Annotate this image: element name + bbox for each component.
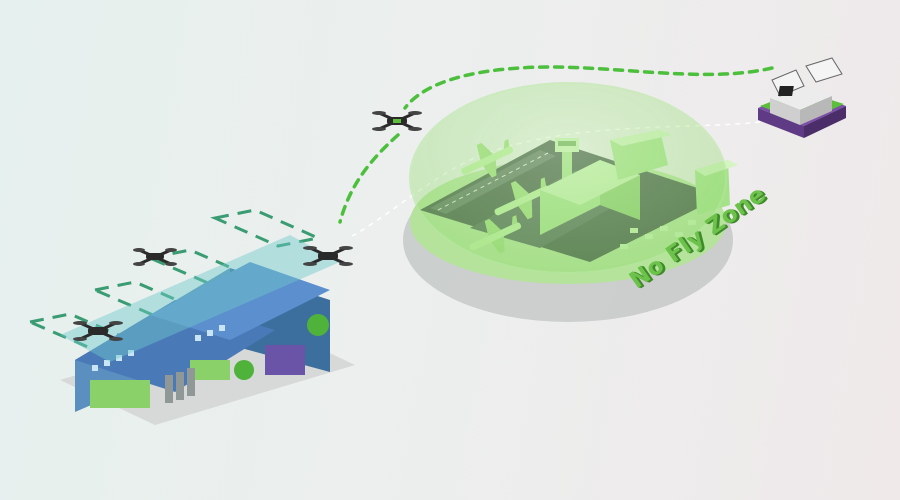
no-fly-zone-dome bbox=[409, 82, 727, 274]
docking-station-icon bbox=[758, 57, 846, 138]
drone-icon bbox=[303, 246, 353, 266]
drone-icon bbox=[73, 321, 123, 341]
flight-path-lower bbox=[338, 133, 400, 224]
drone-icon bbox=[133, 248, 177, 266]
geofence-panels bbox=[60, 235, 340, 362]
flight-path-upper bbox=[403, 65, 774, 110]
geofence-boxes bbox=[24, 208, 323, 352]
factory-building bbox=[60, 262, 355, 425]
drone-icon bbox=[372, 111, 422, 131]
tree bbox=[307, 314, 329, 336]
tree bbox=[234, 360, 254, 380]
